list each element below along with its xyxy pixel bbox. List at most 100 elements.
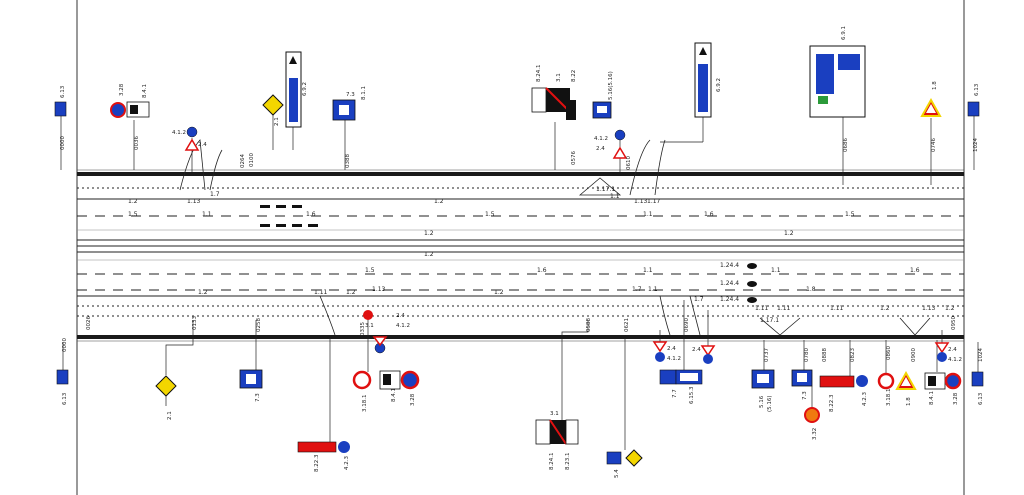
marking-label: 1.2 xyxy=(128,198,138,205)
sign-label: 4.1.2 xyxy=(172,130,186,136)
distance-label: 0888 xyxy=(822,348,828,362)
sign-label: 8.4.1 xyxy=(929,391,935,405)
distance-label: 0588 xyxy=(586,318,592,332)
marking-label: 1.13 xyxy=(187,198,201,205)
marking-label: 1.2 xyxy=(434,198,444,205)
distance-label: 0000 xyxy=(60,136,66,150)
kilometer-sign-icon xyxy=(56,369,69,385)
direction-sign-icon xyxy=(937,352,947,362)
drawing-frame xyxy=(76,0,965,495)
marking-label: 1.6 xyxy=(306,211,316,218)
sign-label: 2.1 xyxy=(274,117,280,126)
direction-sign-icon xyxy=(186,126,198,138)
sign-label: 4.1.2 xyxy=(948,357,962,363)
distance-label: 0900 xyxy=(911,348,917,362)
marking-label: 1.6 xyxy=(910,267,920,274)
lower-signs: 6.13 0000 0026 2.1 0133 7.3 0258 3.1 2.4… xyxy=(56,300,984,478)
sign-label: 3.1 xyxy=(556,73,562,82)
yield-sign-icon xyxy=(184,138,200,151)
distance-label: 0388 xyxy=(345,154,351,168)
sign-label: 5.16 xyxy=(759,395,765,408)
marking-label: 1.2 xyxy=(880,305,890,312)
sign-label: (5.16) xyxy=(767,395,773,412)
sign-label: 6.9.2 xyxy=(716,78,722,92)
sign-label: 7.7 xyxy=(672,389,678,398)
marking-label: 1.7 xyxy=(632,286,642,293)
kilometer-sign-icon xyxy=(967,101,980,117)
sign-label: 2.4 xyxy=(692,347,701,353)
marking-label: 1.5 xyxy=(128,211,138,218)
marking-label: 1.1 xyxy=(202,211,212,218)
marking-label: 1.11 xyxy=(755,305,769,312)
distance-label: 0264 xyxy=(240,154,246,168)
distance-label: 0000 xyxy=(62,338,68,352)
sign-label: 4.1.2 xyxy=(594,136,608,142)
sign-label: 2.4 xyxy=(596,146,605,152)
distance-label: 0823 xyxy=(850,348,856,362)
sign-label: 8.22.3 xyxy=(314,454,320,472)
lane-arrows xyxy=(747,263,757,303)
distance-label: 0610 xyxy=(626,156,632,170)
marking-label: 1.5 xyxy=(365,267,375,274)
distance-label: 0746 xyxy=(931,138,937,152)
marking-label: 1.1 xyxy=(648,286,658,293)
no-parking-icon xyxy=(110,102,126,118)
pass-side-icon xyxy=(856,375,868,387)
sign-label: 5.4 xyxy=(614,469,620,478)
sign-label: 6.9.2 xyxy=(302,82,308,96)
sign-label: 2.4 xyxy=(198,142,207,148)
marking-label: 1.13 xyxy=(372,286,386,293)
kilometer-sign-icon xyxy=(54,101,67,117)
yield-sign-icon xyxy=(372,336,388,347)
sign-label: 6.13 xyxy=(62,392,68,405)
sign-label: 4.2.3 xyxy=(344,456,350,470)
no-entry-icon xyxy=(363,310,373,320)
tow-truck-icon xyxy=(535,419,551,445)
marking-label: 1.2 xyxy=(346,289,356,296)
lane-direction-icon xyxy=(606,451,622,465)
sign-label: 6.15.3 xyxy=(689,386,695,404)
sign-label: 8.24.1 xyxy=(536,65,542,83)
marking-label: 1.5 xyxy=(845,211,855,218)
main-road-sign-icon xyxy=(155,375,177,397)
kilometer-sign-icon xyxy=(971,371,984,387)
marking-label: 1.11 xyxy=(314,289,328,296)
sign-label: 7.3 xyxy=(346,92,355,98)
distance-label: 0335 xyxy=(360,322,366,336)
yield-sign-icon xyxy=(652,341,668,353)
sign-label: 6.13 xyxy=(974,83,980,96)
obstacle-marker-icon xyxy=(297,441,337,453)
upper-crosswalk xyxy=(260,205,318,227)
rest-area-icon xyxy=(659,369,677,385)
upper-carriageway-lanes xyxy=(77,215,964,231)
distance-label: 0686 xyxy=(843,138,849,152)
marking-label: 1.6 xyxy=(704,211,714,218)
no-parking-icon xyxy=(944,372,962,390)
marking-label: 1.2 xyxy=(198,289,208,296)
tow-truck-icon xyxy=(531,87,547,113)
marking-label: 1.17.1 xyxy=(760,317,779,324)
yield-sign-icon xyxy=(700,345,716,357)
sign-label: 2.1 xyxy=(167,411,173,420)
direction-sign-icon xyxy=(703,354,713,364)
marking-label: 1.11 xyxy=(777,305,791,312)
pass-side-icon xyxy=(338,441,350,453)
sign-label: 8.22 xyxy=(571,70,577,82)
sign-label: 7.3 xyxy=(255,393,261,402)
sign-label: 3.1 xyxy=(550,411,559,417)
marking-label: 1.8 xyxy=(806,286,816,293)
marking-label: 1.7 xyxy=(210,191,220,198)
marking-label: 1.24.4 xyxy=(720,296,739,303)
sign-label: 3.32 xyxy=(812,428,818,440)
sign-label: 8.24.1 xyxy=(549,453,555,471)
marking-label: 1.5 xyxy=(485,211,495,218)
marking-label: 1.24.4 xyxy=(720,262,739,269)
sign-label: 8.23.1 xyxy=(565,453,571,471)
marking-label: 1.2 xyxy=(424,230,434,237)
marking-label: 1.24.4 xyxy=(720,280,739,287)
sign-label: 2.4 xyxy=(667,346,676,352)
distance-label: 1024 xyxy=(978,348,984,362)
upper-signs: 6.13 0000 3.28 8.4.1 0036 4.1.2 2.4 2.1 … xyxy=(54,26,980,185)
direction-sign-icon xyxy=(655,352,665,362)
no-right-turn-icon xyxy=(352,370,372,390)
